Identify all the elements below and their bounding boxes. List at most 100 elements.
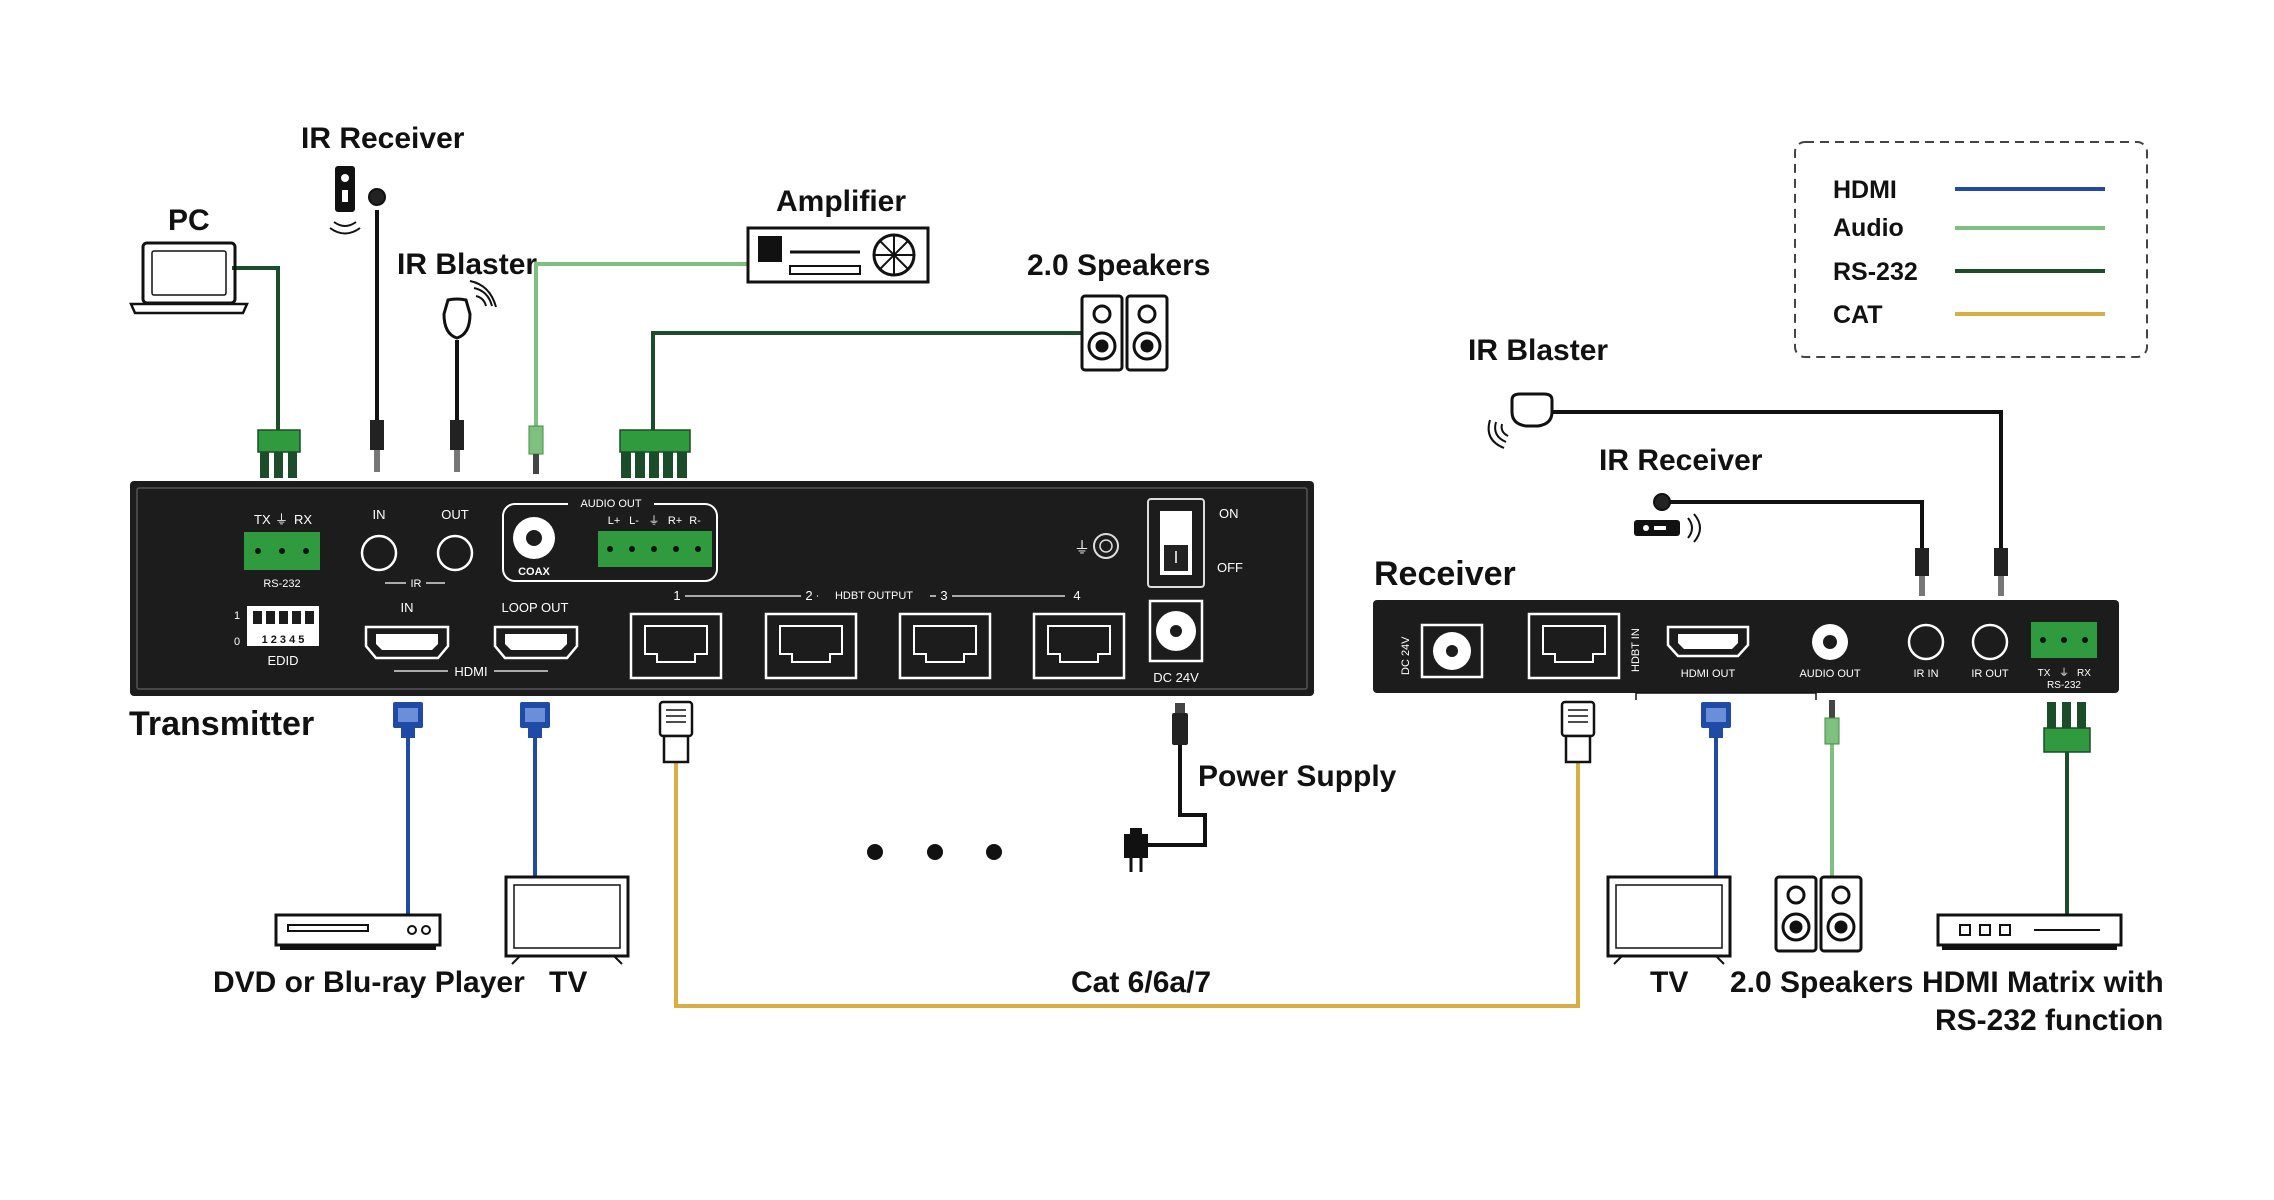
ir-blaster-rx-icon bbox=[1487, 392, 1554, 449]
rx-hdmi-out-port[interactable] bbox=[1666, 625, 1750, 658]
rj45-plug-rx bbox=[1560, 700, 1596, 764]
tv-rx-label: TV bbox=[1650, 966, 1688, 999]
tx-audio-rminus: R- bbox=[689, 515, 701, 527]
tx-rs232-tx-label: TX bbox=[254, 512, 271, 527]
tx-hdbt-name: HDBT OUTPUT bbox=[835, 590, 913, 602]
cable-power-supply bbox=[1130, 745, 1207, 847]
rx-dc-power-jack[interactable] bbox=[1420, 623, 1484, 679]
tx-hdbt-port-3[interactable] bbox=[898, 612, 992, 680]
tx-hdmi-in-label: IN bbox=[401, 600, 414, 615]
speakers-rx-icon bbox=[1774, 875, 1863, 953]
tx-audio-lplus: L+ bbox=[608, 515, 621, 527]
cable-pc-rs232 bbox=[232, 266, 280, 432]
ir-receiver-rx-icon bbox=[1634, 493, 1701, 543]
tx-edid-name: EDID bbox=[267, 653, 298, 668]
rs232-plug-pc bbox=[257, 429, 301, 478]
matrix-label-line2: RS-232 function bbox=[1935, 1004, 2163, 1037]
power-supply-label: Power Supply bbox=[1198, 760, 1397, 793]
rx-ir-out-label: IR OUT bbox=[1971, 668, 2009, 680]
legend-box bbox=[1794, 141, 2148, 358]
legend-label-rs232: RS-232 bbox=[1833, 258, 1918, 286]
cables bbox=[232, 210, 2069, 1008]
rj45-plug-tx bbox=[658, 700, 694, 764]
ground-icon: ⏚ bbox=[1074, 539, 1090, 557]
hdmi-plug-dvd bbox=[393, 702, 423, 738]
matrix-label-line1: HDMI Matrix with bbox=[1922, 966, 2164, 999]
dvd-label: DVD or Blu-ray Player bbox=[213, 966, 525, 999]
tx-hdbt-port-3-label: 3 bbox=[940, 588, 947, 603]
tx-hdbt-port-2-label: 2 bbox=[805, 588, 812, 603]
tx-rs232-name: RS-232 bbox=[263, 578, 300, 590]
ground-icon: ⏚ bbox=[649, 514, 660, 527]
rx-hdbt-in-port[interactable] bbox=[1527, 612, 1621, 680]
ground-icon: ⏚ bbox=[275, 512, 288, 527]
tx-power-switch[interactable]: ON OFF bbox=[1147, 498, 1243, 588]
ir-receiver-rx-label: IR Receiver bbox=[1599, 444, 1763, 477]
legend-label-hdmi: HDMI bbox=[1833, 176, 1897, 204]
ir-receiver-tx-icon bbox=[329, 166, 386, 235]
receiver-panel: DC 24V HDBT IN HDMI OUT AUDIO OUT IR IN … bbox=[1373, 600, 2119, 700]
tx-hdbt-port-4-label: 4 bbox=[1073, 588, 1080, 603]
tx-ir-in-label: IN bbox=[373, 507, 386, 522]
tv-rx-icon bbox=[1606, 875, 1732, 965]
rx-rs232-rx-label: RX bbox=[2077, 668, 2091, 679]
speakers-tx-icon bbox=[1080, 294, 1169, 372]
cable-ir-receiver-rx bbox=[1662, 500, 1924, 562]
tx-ground-screw bbox=[1093, 533, 1119, 559]
phoenix-plug-speakers-tx bbox=[619, 429, 691, 478]
tx-audio-out-name: AUDIO OUT bbox=[580, 498, 641, 510]
tx-ir-name: IR bbox=[411, 578, 422, 590]
tx-rs232-port[interactable]: TX ⏚ RX RS-232 bbox=[244, 512, 320, 590]
rs232-plug-matrix bbox=[2043, 702, 2091, 753]
tx-ir-ports: IN OUT IR bbox=[360, 507, 474, 590]
pc-label: PC bbox=[168, 204, 210, 237]
dc-plug-tx bbox=[1172, 703, 1188, 745]
hdmi-plug-tv-tx bbox=[520, 702, 550, 738]
tx-hdbt-port-2[interactable] bbox=[764, 612, 858, 680]
tx-hdbt-output: HDBT OUTPUT 1 2 3 4 bbox=[629, 587, 1126, 680]
ellipsis-more-transmitters bbox=[867, 844, 1002, 860]
receiver-label: Receiver bbox=[1374, 555, 1516, 593]
hdmi-matrix-icon bbox=[1936, 913, 2123, 950]
rx-dc-label: DC 24V bbox=[1400, 636, 1412, 675]
tx-coax-label: COAX bbox=[518, 566, 550, 578]
rx-ir-in-jack[interactable] bbox=[1907, 623, 1945, 661]
tx-hdbt-port-1[interactable] bbox=[629, 612, 723, 680]
rx-ir-in-label: IR IN bbox=[1913, 668, 1938, 680]
tx-hdbt-port-1-label: 1 bbox=[673, 588, 680, 603]
tx-dc-power-jack[interactable]: DC 24V bbox=[1148, 599, 1204, 685]
tx-hdbt-port-4[interactable] bbox=[1032, 612, 1126, 680]
speakers-rx-label: 2.0 Speakers bbox=[1730, 966, 1913, 999]
audio-plug-amplifier bbox=[528, 425, 544, 474]
tx-edid-switch[interactable]: 1 0 1 2 3 4 5 EDID bbox=[234, 606, 319, 668]
tx-ir-in-jack[interactable] bbox=[360, 534, 398, 572]
rx-audio-out-label: AUDIO OUT bbox=[1799, 668, 1860, 680]
rx-hdmi-out-label: HDMI OUT bbox=[1681, 668, 1736, 680]
ir-plug-blaster-rx bbox=[1994, 548, 2008, 596]
power-adapter-icon bbox=[1124, 828, 1148, 872]
audio-plug-speakers-rx bbox=[1824, 700, 1840, 745]
rx-ir-out-jack[interactable] bbox=[1971, 623, 2009, 661]
tv-tx-icon bbox=[504, 875, 630, 965]
cable-label: Cat 6/6a/7 bbox=[1071, 966, 1211, 999]
tx-hdmi-ports: IN LOOP OUT HDMI bbox=[364, 600, 579, 679]
tx-rs232-rx-label: RX bbox=[294, 512, 312, 527]
cable-ir-blaster-rx bbox=[1550, 410, 2003, 562]
amplifier-icon bbox=[746, 226, 930, 284]
tx-power-on-label: ON bbox=[1219, 506, 1239, 521]
tx-ir-out-label: OUT bbox=[441, 507, 469, 522]
legend: HDMI Audio RS-232 CAT bbox=[1794, 141, 2148, 358]
tx-ir-out-jack[interactable] bbox=[436, 534, 474, 572]
pc-laptop-icon bbox=[129, 241, 249, 315]
transmitter-label: Transmitter bbox=[129, 705, 314, 743]
hdmi-plug-tv-rx bbox=[1701, 702, 1731, 738]
rx-audio-out-jack[interactable] bbox=[1812, 624, 1848, 660]
ir-plug-blaster-tx bbox=[450, 420, 464, 472]
tx-audio-lminus: L- bbox=[629, 515, 639, 527]
rx-rs232-port[interactable]: TX ⏚ RX RS-232 bbox=[2031, 622, 2097, 691]
legend-label-audio: Audio bbox=[1833, 214, 1904, 242]
tx-power-off-label: OFF bbox=[1217, 560, 1243, 575]
speakers-tx-label: 2.0 Speakers bbox=[1027, 249, 1210, 282]
legend-label-cat: CAT bbox=[1833, 301, 1883, 329]
